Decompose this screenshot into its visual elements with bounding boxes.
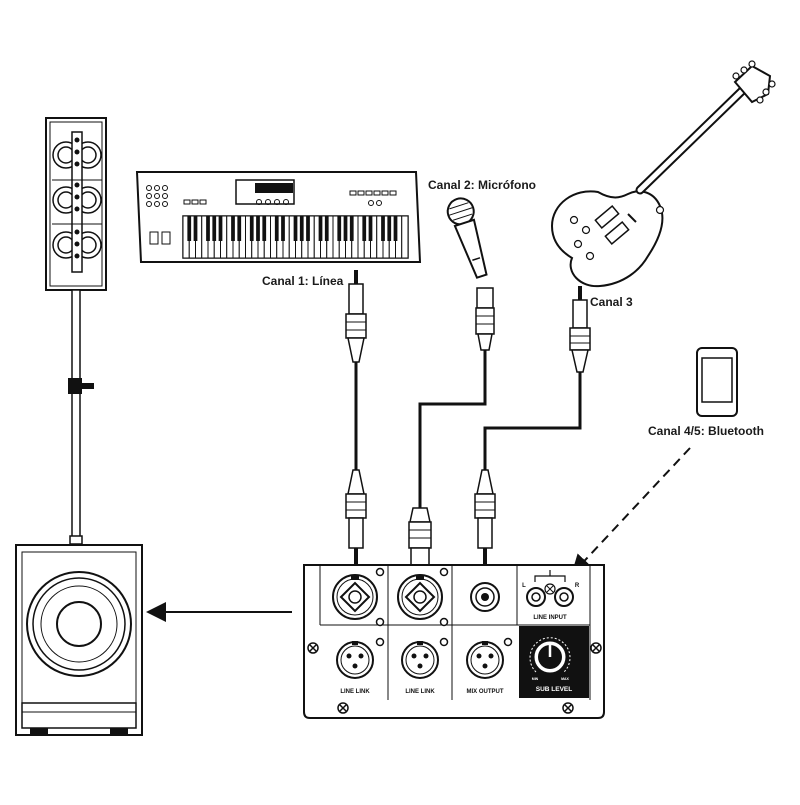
jack-plug-icon bbox=[474, 469, 496, 564]
xlr-line-link-2[interactable] bbox=[401, 641, 439, 679]
black-key bbox=[362, 216, 367, 241]
screw-icon bbox=[307, 567, 602, 714]
channel-1-label: Canal 1: Línea bbox=[262, 274, 344, 288]
combo-jack-channel-2[interactable] bbox=[397, 574, 443, 620]
xlr-mix-output[interactable] bbox=[466, 641, 504, 679]
smartphone-icon bbox=[696, 347, 738, 417]
black-key bbox=[306, 216, 310, 241]
black-key bbox=[281, 216, 285, 241]
white-key bbox=[401, 215, 409, 259]
black-key bbox=[237, 216, 242, 241]
bluetooth-arrow bbox=[571, 447, 691, 575]
line-input-label: LINE INPUT bbox=[533, 615, 567, 621]
combo-jack-channel-1[interactable] bbox=[332, 574, 378, 620]
black-key bbox=[349, 216, 354, 241]
knob-min-label: MIN bbox=[532, 677, 539, 681]
speaker-pole bbox=[68, 289, 94, 545]
subwoofer-icon bbox=[15, 544, 143, 736]
cable-guitar-channel-3 bbox=[483, 370, 582, 560]
channel-45-label: Canal 4/5: Bluetooth bbox=[648, 424, 765, 438]
cable-microphone-channel-2 bbox=[418, 340, 487, 520]
black-key bbox=[231, 216, 235, 241]
black-key bbox=[324, 216, 329, 241]
jack-plug-icon bbox=[345, 469, 367, 564]
black-key bbox=[193, 216, 198, 241]
line-link-label-2: LINE LINK bbox=[405, 689, 435, 695]
black-key bbox=[293, 216, 298, 241]
input-l-label: L bbox=[522, 583, 526, 589]
black-key bbox=[387, 216, 392, 241]
black-key bbox=[212, 216, 217, 241]
black-key bbox=[256, 216, 260, 241]
knob-max-label: MAX bbox=[561, 677, 569, 681]
jack-input-channel-3[interactable] bbox=[470, 582, 500, 612]
black-key bbox=[187, 216, 192, 241]
channel-2-label: Canal 2: Micrófono bbox=[428, 178, 537, 192]
microphone-icon bbox=[446, 197, 488, 279]
black-key bbox=[381, 216, 385, 241]
electric-guitar-icon bbox=[550, 60, 776, 288]
xlr-line-link-1[interactable] bbox=[336, 641, 374, 679]
xlr-plug-icon bbox=[475, 287, 495, 351]
black-key bbox=[249, 216, 254, 241]
jack-plug-icon bbox=[345, 270, 367, 363]
black-key bbox=[218, 216, 223, 241]
channel-3-label: Canal 3 bbox=[590, 295, 633, 309]
black-key bbox=[206, 216, 210, 241]
black-key bbox=[393, 216, 398, 241]
rca-line-input[interactable] bbox=[526, 570, 574, 607]
input-r-label: R bbox=[575, 583, 580, 589]
keyboard-icon bbox=[135, 171, 422, 263]
xlr-plug-icon bbox=[408, 507, 432, 567]
black-key bbox=[343, 216, 348, 241]
line-link-label-1: LINE LINK bbox=[340, 689, 370, 695]
black-key bbox=[337, 216, 342, 241]
black-key bbox=[262, 216, 267, 241]
jack-plug-icon bbox=[569, 286, 591, 373]
column-speaker-icon bbox=[45, 117, 107, 291]
sub-level-label: SUB LEVEL bbox=[536, 686, 573, 693]
sub-level-knob[interactable] bbox=[529, 637, 571, 673]
black-key bbox=[368, 216, 373, 241]
black-key bbox=[274, 216, 279, 241]
mix-output-label: MIX OUTPUT bbox=[467, 689, 504, 695]
black-key bbox=[318, 216, 323, 241]
black-key bbox=[299, 216, 304, 241]
